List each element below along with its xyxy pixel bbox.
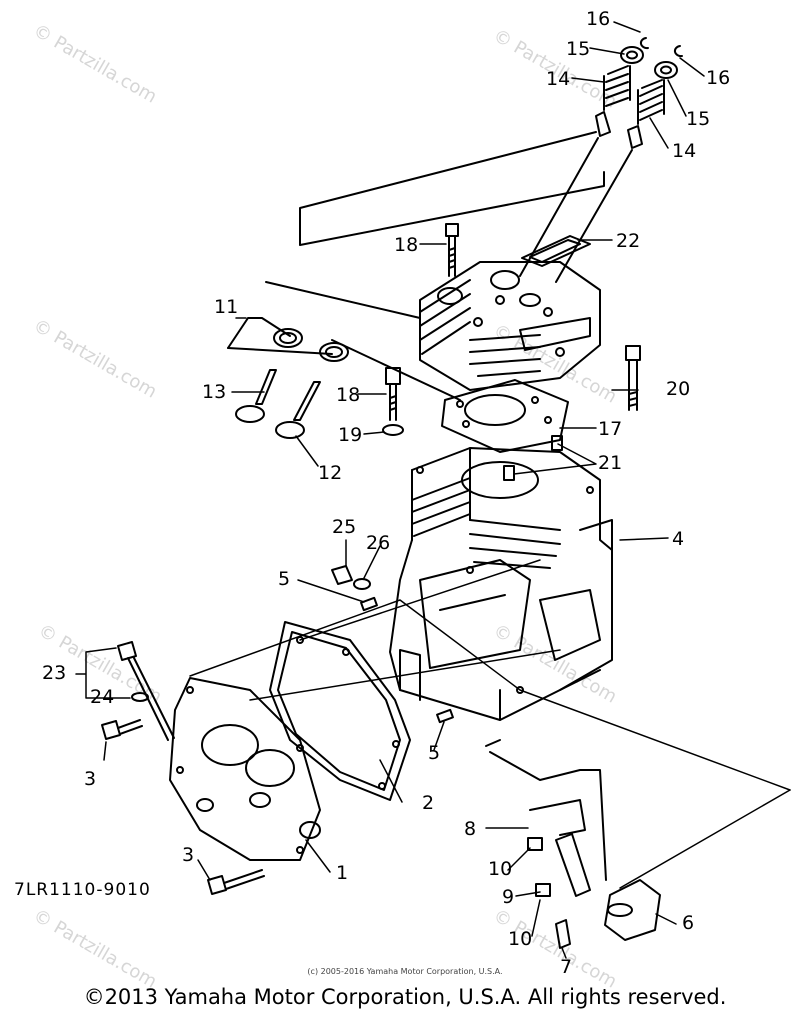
bolt-18-left <box>385 367 401 421</box>
callout-8: 8 <box>464 818 477 840</box>
callout-12: 12 <box>318 462 343 484</box>
engine-parts-diagram <box>75 21 791 959</box>
callout-16: 16 <box>586 8 611 30</box>
spring-retainer-left <box>620 46 644 64</box>
callout-14: 14 <box>672 140 697 162</box>
bolt-20 <box>625 345 641 411</box>
callout-14: 14 <box>546 68 571 90</box>
o-ring-24 <box>131 692 149 702</box>
callout-15: 15 <box>686 108 711 130</box>
callout-4: 4 <box>672 528 685 550</box>
oil-switch-6 <box>604 879 661 941</box>
leader-lines <box>75 21 791 959</box>
washer-26 <box>353 578 371 590</box>
dowel-pin-21a <box>551 435 563 451</box>
callout-13: 13 <box>202 381 227 403</box>
callout-2: 2 <box>422 792 435 814</box>
callout-5: 5 <box>278 568 291 590</box>
callout-9: 9 <box>502 886 515 908</box>
callout-11: 11 <box>214 296 239 318</box>
callout-5: 5 <box>428 742 441 764</box>
callout-10: 10 <box>508 928 533 950</box>
crankcase-cover-1 <box>169 677 321 861</box>
callout-22: 22 <box>616 230 641 252</box>
callout-15: 15 <box>566 38 591 60</box>
gasket-22 <box>521 235 591 267</box>
cotter-right <box>673 45 683 58</box>
callout-7: 7 <box>560 956 573 978</box>
callout-1: 1 <box>336 862 349 884</box>
dowel-5b <box>436 708 454 724</box>
callout-25: 25 <box>332 516 357 538</box>
dowel-pin-21b <box>503 465 515 481</box>
bracket-9 <box>555 833 591 897</box>
callout-26: 26 <box>366 532 391 554</box>
valve-spring-right <box>637 79 665 125</box>
callout-23: 23 <box>42 662 67 684</box>
valve-13 <box>235 369 277 423</box>
wire-lead <box>485 739 607 881</box>
cylinder-head <box>419 261 601 391</box>
callout-18: 18 <box>394 234 419 256</box>
valve-12 <box>275 381 321 439</box>
diagram-code: 7LR1110-9010 <box>14 880 151 900</box>
callout-16: 16 <box>706 67 731 89</box>
cotter-left <box>639 37 649 50</box>
bracket-8 <box>529 799 586 836</box>
callout-3: 3 <box>84 768 97 790</box>
valve-guide-ring-11b <box>319 342 349 362</box>
washer-19 <box>382 424 404 436</box>
callout-3: 3 <box>182 844 195 866</box>
callout-20: 20 <box>666 378 691 400</box>
gasket-2 <box>269 621 411 801</box>
fine-print: (c) 2005-2016 Yamaha Motor Corporation, … <box>307 967 503 976</box>
callout-10: 10 <box>488 858 513 880</box>
callout-19: 19 <box>338 424 363 446</box>
bolt-25 <box>331 565 353 585</box>
head-gasket-17 <box>441 379 569 453</box>
bolt-3b <box>207 869 265 895</box>
screw-10b <box>535 883 551 897</box>
valve-spring-left <box>603 65 631 111</box>
callout-21: 21 <box>598 452 623 474</box>
callout-18: 18 <box>336 384 361 406</box>
screw-10a <box>527 837 543 851</box>
callout-6: 6 <box>682 912 695 934</box>
callout-17: 17 <box>598 418 623 440</box>
copyright-notice: ©2013 Yamaha Motor Corporation, U.S.A. A… <box>83 985 727 1009</box>
crankcase-4 <box>389 447 613 721</box>
dowel-5a <box>360 596 378 612</box>
bolt-3a <box>101 719 143 740</box>
bolt-18-top <box>445 223 459 277</box>
valve-guide-ring-11a <box>273 328 303 348</box>
stem-seal-right <box>627 125 643 149</box>
screw-7 <box>555 919 571 949</box>
spring-retainer-right <box>654 61 678 79</box>
callout-24: 24 <box>90 686 115 708</box>
stem-seal-left <box>595 111 611 137</box>
